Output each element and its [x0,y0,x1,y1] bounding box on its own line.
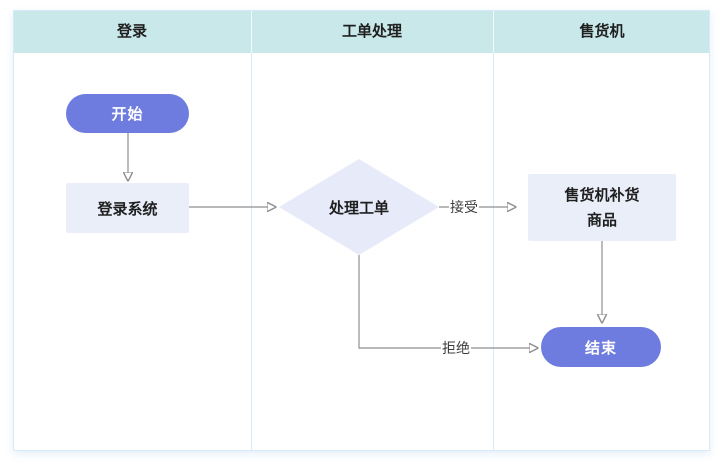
edge-decision-end [358,255,530,348]
flow-node-login-system[interactable]: 登录系统 [66,183,189,233]
flow-node-process-workorder-label: 处理工单 [328,199,389,217]
edge-label-accept: 接受 [449,197,479,217]
swimlane-board: 登录 工单处理 售货机 开始 登录系统 处理工单 售货机补货商品 结束 接受 拒… [13,10,710,451]
flow-node-start[interactable]: 开始 [66,94,189,133]
edge-label-reject: 拒绝 [441,338,471,358]
flow-node-end-label: 结束 [584,339,617,357]
lane-divider-1 [251,53,252,450]
lane-title-vending: 售货机 [579,23,625,40]
header-divider-2 [493,11,494,53]
lane-divider-2 [493,53,494,450]
header-divider-1 [251,11,252,53]
flow-node-login-system-label: 登录系统 [97,200,158,218]
flow-node-restock-goods[interactable]: 售货机补货商品 [528,174,676,241]
flow-node-process-workorder[interactable]: 处理工单 [279,159,439,255]
flow-node-start-label: 开始 [111,106,144,123]
flow-node-end[interactable]: 结束 [541,327,661,367]
lane-title-login: 登录 [116,23,148,40]
flow-node-restock-goods-label: 售货机补货商品 [564,186,640,229]
lane-header-bar [14,11,709,53]
lane-title-workorder: 工单处理 [341,23,403,40]
